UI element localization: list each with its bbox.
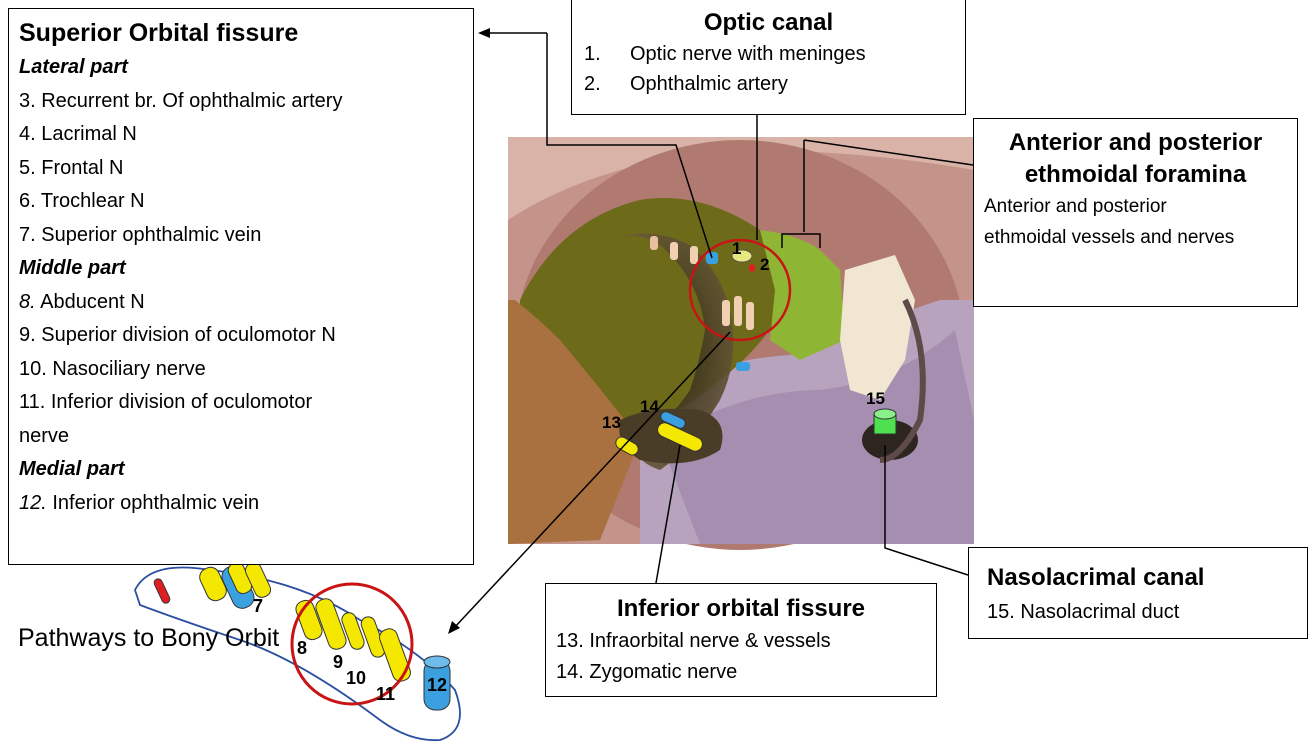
middle-heading: Middle part (19, 252, 473, 286)
label-1: 1 (732, 239, 741, 258)
inset-label-11: 11 (376, 684, 395, 704)
sof-item-11a: 11. Inferior division of oculomotor (19, 386, 473, 420)
iof-item-13: 13. Infraorbital nerve & vessels (556, 626, 936, 657)
inset-label-10: 10 (346, 668, 366, 688)
naso-title: Nasolacrimal canal (987, 560, 1307, 596)
iof-item-14: 14. Zygomatic nerve (556, 657, 936, 688)
naso-item-15: 15. Nasolacrimal duct (987, 596, 1307, 630)
optic-canal-box: Optic canal 1.Optic nerve with meninges … (571, 0, 966, 115)
sof-item-8-text: Abducent N (36, 291, 145, 313)
sof-item-12-number: 12. (19, 492, 47, 514)
inset-label-9: 9 (333, 652, 343, 672)
sof-item-6: 6. Trochlear N (19, 185, 473, 219)
ethmoidal-foramina-box: Anterior and posterior ethmoidal foramin… (973, 118, 1298, 307)
optic-canal-title: Optic canal (584, 7, 965, 39)
optic-item-2-number: 2. (584, 69, 630, 99)
ethmoid-title-line1: Anterior and posterior (984, 127, 1297, 159)
sof-item-11b: nerve (19, 420, 473, 454)
optic-item-2: 2.Ophthalmic artery (584, 69, 965, 99)
label-13: 13 (602, 413, 621, 432)
label-2: 2 (760, 255, 769, 274)
ethmoid-body: Anterior and posterior ethmoidal vessels… (984, 191, 1254, 253)
superior-orbital-fissure-box: Superior Orbital fissure Lateral part 3.… (8, 8, 474, 565)
sof-item-7: 7. Superior ophthalmic vein (19, 219, 473, 253)
optic-item-1-text: Optic nerve with meninges (630, 43, 866, 65)
sof-item-12: 12. Inferior ophthalmic vein (19, 487, 473, 521)
orbit-illustration (508, 137, 974, 550)
sof-item-12-text: Inferior ophthalmic vein (47, 492, 259, 514)
inset-label-12: 12 (427, 675, 447, 695)
ethmoid-title-line2: ethmoidal foramina (984, 159, 1297, 191)
optic-item-1-number: 1. (584, 39, 630, 69)
sof-item-9: 9. Superior division of oculomotor N (19, 319, 473, 353)
lateral-heading: Lateral part (19, 51, 473, 85)
sof-item-5: 5. Frontal N (19, 152, 473, 186)
inset-label-8: 8 (297, 638, 307, 658)
optic-item-2-text: Ophthalmic artery (630, 73, 788, 95)
sof-title: Superior Orbital fissure (19, 15, 473, 51)
sof-item-3: 3. Recurrent br. Of ophthalmic artery (19, 85, 473, 119)
label-14: 14 (640, 397, 659, 416)
label-15: 15 (866, 389, 885, 408)
inferior-orbital-fissure-box: Inferior orbital fissure 13. Infraorbita… (545, 583, 937, 697)
medial-heading: Medial part (19, 453, 473, 487)
inset-label-7: 7 (253, 596, 263, 616)
sof-item-10: 10. Nasociliary nerve (19, 353, 473, 387)
sof-item-8-number: 8. (19, 291, 36, 313)
iof-title: Inferior orbital fissure (556, 592, 936, 626)
optic-item-1: 1.Optic nerve with meninges (584, 39, 965, 69)
sof-item-4: 4. Lacrimal N (19, 118, 473, 152)
sof-item-8: 8. Abducent N (19, 286, 473, 320)
nasolacrimal-canal-box: Nasolacrimal canal 15. Nasolacrimal duct (968, 547, 1308, 639)
caption: Pathways to Bony Orbit (18, 624, 279, 653)
